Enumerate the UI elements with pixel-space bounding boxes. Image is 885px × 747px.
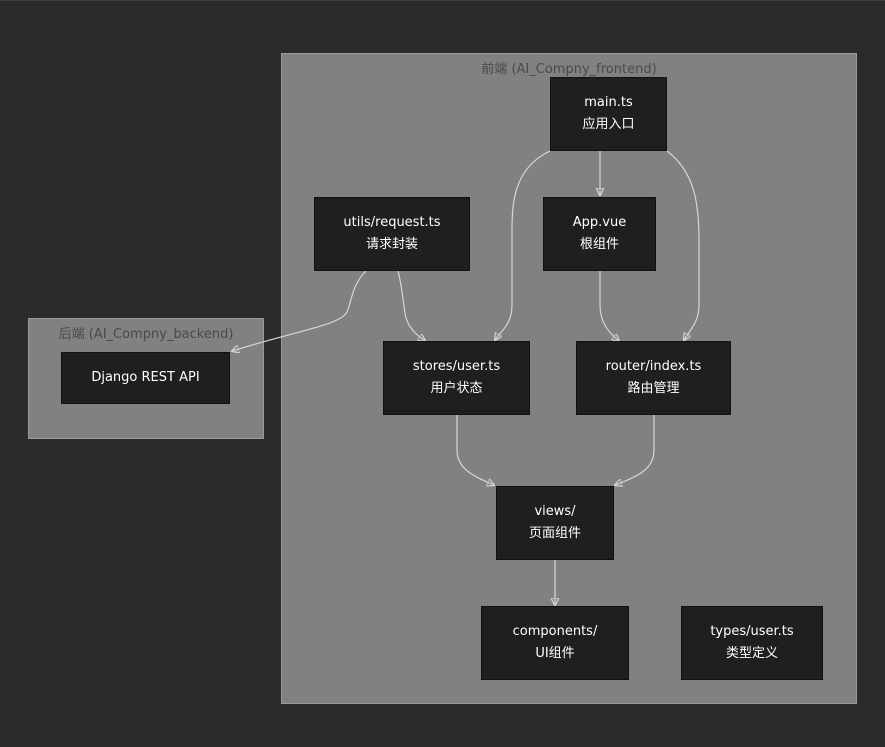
- node-types-user[interactable]: types/user.ts 类型定义: [681, 606, 823, 680]
- top-divider: [0, 0, 885, 1]
- node-router-index[interactable]: router/index.ts 路由管理: [576, 341, 731, 415]
- node-views-title: views/: [534, 504, 576, 519]
- node-main-ts-title: main.ts: [584, 95, 633, 110]
- node-views-subtitle: 页面组件: [528, 526, 581, 541]
- node-types-user-title: types/user.ts: [710, 624, 794, 639]
- node-utils-request-title: utils/request.ts: [343, 215, 441, 230]
- node-router-index-subtitle: 路由管理: [627, 381, 680, 396]
- node-main-ts-subtitle: 应用入口: [582, 117, 635, 132]
- node-main-ts[interactable]: main.ts 应用入口: [550, 77, 667, 151]
- node-app-vue[interactable]: App.vue 根组件: [543, 197, 656, 271]
- frontend-cluster-label: 前端 (AI_Compny_frontend): [481, 62, 657, 77]
- backend-cluster-label: 后端 (AI_Compny_backend): [58, 327, 234, 342]
- node-app-vue-subtitle: 根组件: [579, 237, 619, 252]
- frontend-cluster: 前端 (AI_Compny_frontend): [281, 53, 857, 704]
- node-app-vue-title: App.vue: [572, 215, 627, 230]
- node-django-rest-api[interactable]: Django REST API: [61, 352, 230, 404]
- node-django-rest-api-title: Django REST API: [91, 370, 200, 385]
- node-components-title: components/: [512, 624, 598, 639]
- node-stores-user-title: stores/user.ts: [412, 359, 501, 374]
- node-components-subtitle: UI组件: [535, 646, 575, 661]
- node-types-user-subtitle: 类型定义: [725, 646, 778, 661]
- node-stores-user-subtitle: 用户状态: [430, 381, 483, 396]
- node-stores-user[interactable]: stores/user.ts 用户状态: [383, 341, 530, 415]
- node-utils-request-subtitle: 请求封装: [365, 237, 418, 252]
- node-components[interactable]: components/ UI组件: [481, 606, 629, 680]
- node-views[interactable]: views/ 页面组件: [496, 486, 614, 560]
- node-utils-request[interactable]: utils/request.ts 请求封装: [314, 197, 470, 271]
- node-router-index-title: router/index.ts: [605, 359, 702, 374]
